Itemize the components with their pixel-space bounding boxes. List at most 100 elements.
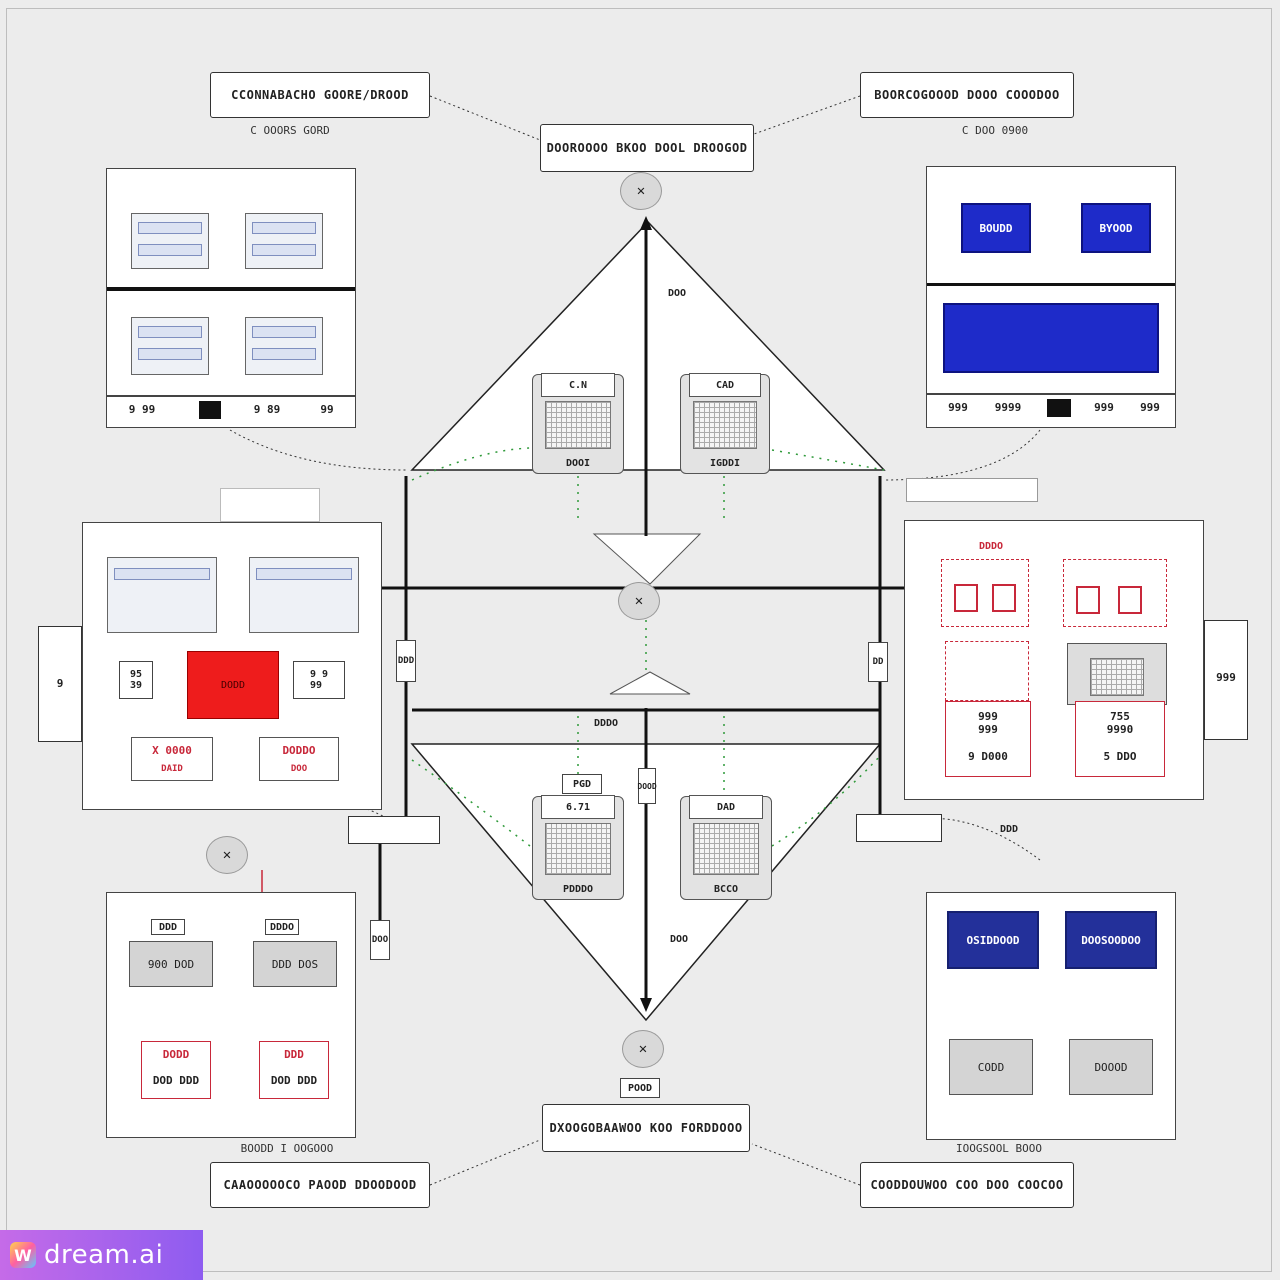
tr-card-2: BYOOD (1081, 203, 1151, 253)
left-mini-1: 95 39 (119, 661, 153, 699)
left-row-a: X 0000 DAID (131, 737, 213, 781)
left-junction-box (348, 816, 440, 844)
br-grey-2: DOOOD (1069, 1039, 1153, 1095)
top-right-label: BOORCOGOOOD DOOO COOODOO (860, 72, 1074, 118)
left-module-2 (249, 557, 359, 633)
center-bottom-tag-left: PGD (562, 774, 602, 794)
right-vertical-tag: DD (868, 642, 888, 682)
bottom-left-caption: BOODD I OOGOOO (240, 1142, 334, 1155)
right-red-group-1 (941, 559, 1029, 627)
top-center-label: DOOROOOO BKOO DOOL DROOGOD (540, 124, 754, 172)
chip-grid (693, 401, 757, 449)
center-hub-node: ✕ (618, 582, 660, 620)
tr-footer-4: 999 (1094, 401, 1114, 414)
center-top-chip-left: C.N DOOI (532, 373, 624, 474)
right-junction-box (856, 814, 942, 842)
center-bottom-chip-right: DAD BCCO (680, 795, 772, 900)
chip-cap: 6.71 (541, 795, 615, 819)
top-hub-node: ✕ (620, 172, 662, 210)
bottom-hub-node: ✕ (622, 1030, 664, 1068)
br-navy-1: OSIDDOOD (947, 911, 1039, 969)
bottom-center-label: DXOOGOBAAWOO KOO FORDDOOO (542, 1104, 750, 1152)
chip-label: DOOI (565, 458, 591, 469)
bl-red-card-2: DDD DOD DDD (259, 1041, 329, 1099)
module-1 (131, 213, 209, 269)
brand-watermark: W dream.ai (0, 1230, 203, 1280)
module-4 (245, 317, 323, 375)
tl-footer-4: 99 (320, 403, 334, 416)
bottom-right-panel: OSIDDOOD DOOSOODOO CODD DOOOD (926, 892, 1176, 1140)
chip-grid (545, 401, 611, 449)
module-2 (245, 213, 323, 269)
tr-footer-2: 9999 (994, 401, 1022, 414)
tl-footer-3: 9 89 (253, 403, 281, 416)
lower-right-tag: DDD (1000, 824, 1019, 835)
brand-name: dream.ai (44, 1240, 164, 1270)
bl-red-card-1: DODD DOD DDD (141, 1041, 211, 1099)
center-top-chip-right: CAD IGDDI (680, 373, 770, 474)
top-left-caption: C OOORS GORD (250, 124, 330, 137)
dream-logo-icon: W (10, 1242, 36, 1268)
chip-label: IGDDI (709, 458, 741, 469)
tr-footer-divider (927, 393, 1175, 395)
arrow-up (640, 216, 652, 230)
tr-wide-card (943, 303, 1159, 373)
top-right-caption: C DOO 0900 (961, 124, 1029, 137)
arrow-down (640, 998, 652, 1012)
right-side-tab: 999 (1204, 620, 1248, 740)
br-grey-1: CODD (949, 1039, 1033, 1095)
right-panel: DDDO 999 999 9 D000 755 9990 5 DDO (904, 520, 1204, 800)
center-bottom-chip-left: 6.71 PDDDO (532, 795, 624, 900)
left-vertical-tag: DDD (396, 640, 416, 682)
module-3 (131, 317, 209, 375)
left-mini-2: 9 9 99 (293, 661, 345, 699)
bottom-right-caption: IOOGSOOL BOOO (955, 1142, 1043, 1155)
top-left-label: CCONNABACHO GOORE/DROOD (210, 72, 430, 118)
canvas-frame (6, 8, 1272, 1272)
right-top-label: DDDO (979, 541, 1004, 552)
top-left-panel: 9 99 9 89 99 (106, 168, 356, 428)
tl-footer-block (199, 401, 221, 419)
bl-card-2: DDD DOS (253, 941, 337, 987)
lower-left-vertical-tag: DOO (370, 920, 390, 960)
bottom-left-hub-node: ✕ (206, 836, 248, 874)
flow-lines (411, 447, 885, 847)
top-triangle (410, 220, 886, 471)
br-navy-2: DOOSOODOO (1065, 911, 1157, 969)
right-chip (1067, 643, 1167, 705)
top-right-panel: BOUDD BYOOD 999 9999 999 999 (926, 166, 1176, 428)
right-red-group-2 (1063, 559, 1167, 627)
bl-tag-2: DDDO (265, 919, 299, 935)
right-val-right: 755 9990 5 DDO (1075, 701, 1165, 777)
right-red-group-3 (945, 641, 1029, 701)
left-panel: 95 39 DODD 9 9 99 X 0000 DAID DODDO DOO (82, 522, 382, 810)
tr-footer-1: 999 (948, 401, 968, 414)
left-row-b: DODDO DOO (259, 737, 339, 781)
center-top-side-text: DOO (668, 288, 687, 299)
center-bottom-tag: POOD (620, 1078, 660, 1098)
footer-divider (107, 395, 355, 397)
bl-card-1: 900 DOD (129, 941, 213, 987)
chip-label: BCCO (713, 884, 739, 895)
left-module-1 (107, 557, 217, 633)
chip-cap: CAD (689, 373, 761, 397)
tr-footer-block (1047, 399, 1071, 417)
tr-footer-5: 999 (1140, 401, 1160, 414)
chip-grid (693, 823, 759, 875)
center-bottom-label-top: DDDO (594, 718, 619, 729)
center-bottom-side-text: DOO (670, 934, 689, 945)
right-val-left: 999 999 9 D000 (945, 701, 1031, 777)
bottom-funnel (609, 671, 691, 695)
tr-divider (927, 283, 1175, 286)
chip-grid (545, 823, 611, 875)
bl-tag-1: DDD (151, 919, 185, 935)
chip-cap: C.N (541, 373, 615, 397)
chip-cap: DAD (689, 795, 763, 819)
top-funnel (592, 533, 702, 585)
top-right-junction (906, 478, 1038, 502)
top-left-junction (220, 488, 320, 522)
chip-label: PDDDO (562, 884, 594, 895)
bottom-left-label: CAAOOOOOCO PAOOD DDOODOOD (210, 1162, 430, 1208)
left-red-block: DODD (187, 651, 279, 719)
panel-divider (107, 287, 355, 291)
